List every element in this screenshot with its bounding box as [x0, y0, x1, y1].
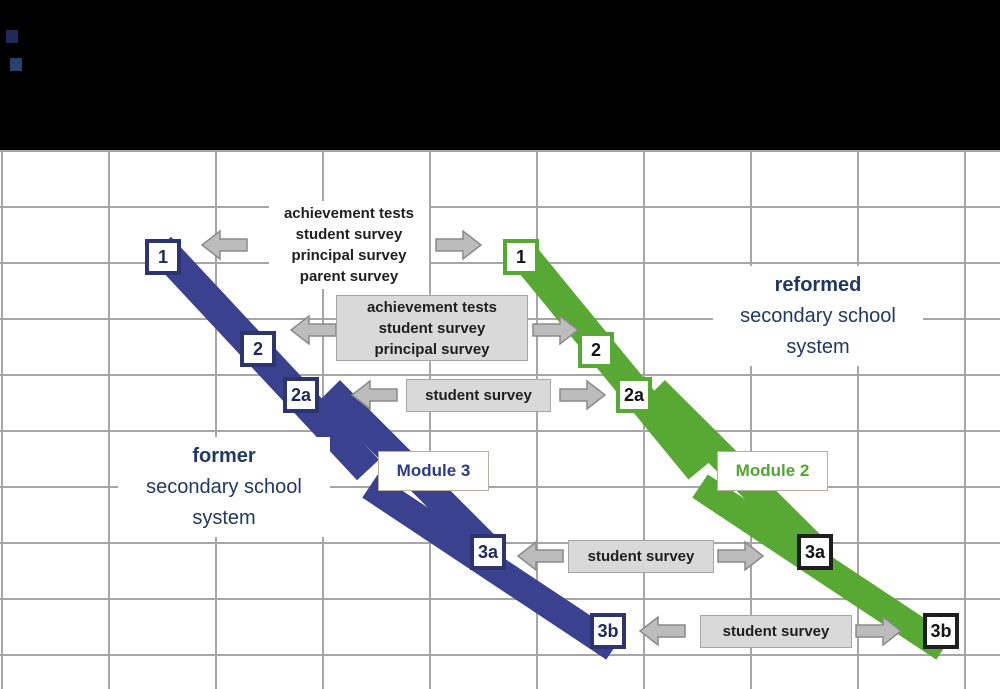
artifact-mark	[6, 30, 18, 43]
node-green-3b: 3b	[923, 613, 959, 649]
arrow-right-icon	[717, 540, 765, 572]
artifact-mark	[10, 58, 22, 71]
node-blue-1: 1	[145, 239, 181, 275]
callout-wave1-instruments: achievement tests student survey princip…	[269, 201, 429, 289]
callout-line: student survey	[587, 548, 695, 565]
module-2-label: Module 2	[717, 451, 828, 491]
former-system-title: former secondary school system	[118, 437, 330, 537]
callout-line: principal survey	[374, 340, 490, 358]
node-green-2: 2	[578, 332, 614, 368]
callout-wave2a-instruments: student survey	[406, 379, 551, 412]
title-line: system	[786, 335, 850, 358]
arrow-left-icon	[350, 379, 398, 411]
survey-arrows	[200, 229, 903, 647]
callout-line: student survey	[425, 387, 532, 404]
callout-line: principal survey	[291, 247, 407, 264]
arrow-left-icon	[516, 540, 564, 572]
title-line: former	[192, 444, 256, 467]
node-blue-3b: 3b	[590, 613, 626, 649]
callout-line: student survey	[378, 319, 486, 337]
node-green-1: 1	[503, 239, 539, 275]
arrow-left-icon	[289, 314, 337, 346]
arrow-right-icon	[855, 615, 903, 647]
callout-line: achievement tests	[283, 205, 415, 222]
module-3-label: Module 3	[378, 451, 489, 491]
arrow-left-icon	[638, 615, 686, 647]
arrow-right-icon	[435, 229, 483, 261]
node-green-2a: 2a	[616, 377, 652, 413]
node-green-3a: 3a	[797, 534, 833, 570]
arrow-right-icon	[532, 314, 580, 346]
grid-background	[0, 151, 1000, 689]
title-line: reformed	[774, 273, 862, 296]
node-blue-2a: 2a	[283, 377, 319, 413]
reformed-system-title: reformed secondary school system	[713, 266, 923, 366]
callout-line: student survey	[722, 623, 830, 640]
title-line: secondary school	[740, 304, 896, 327]
callout-line: student survey	[295, 226, 403, 243]
callout-wave3b-instruments: student survey	[700, 615, 852, 648]
callout-line: parent survey	[299, 268, 399, 285]
callout-wave2-instruments: achievement tests student survey princip…	[336, 295, 528, 361]
node-blue-3a: 3a	[470, 534, 506, 570]
title-line: secondary school	[146, 475, 302, 498]
callout-line: achievement tests	[366, 298, 498, 316]
title-line: system	[192, 506, 256, 529]
node-blue-2: 2	[240, 331, 276, 367]
callout-wave3a-instruments: student survey	[568, 540, 714, 573]
arrow-right-icon	[559, 379, 607, 411]
arrow-left-icon	[200, 229, 248, 261]
